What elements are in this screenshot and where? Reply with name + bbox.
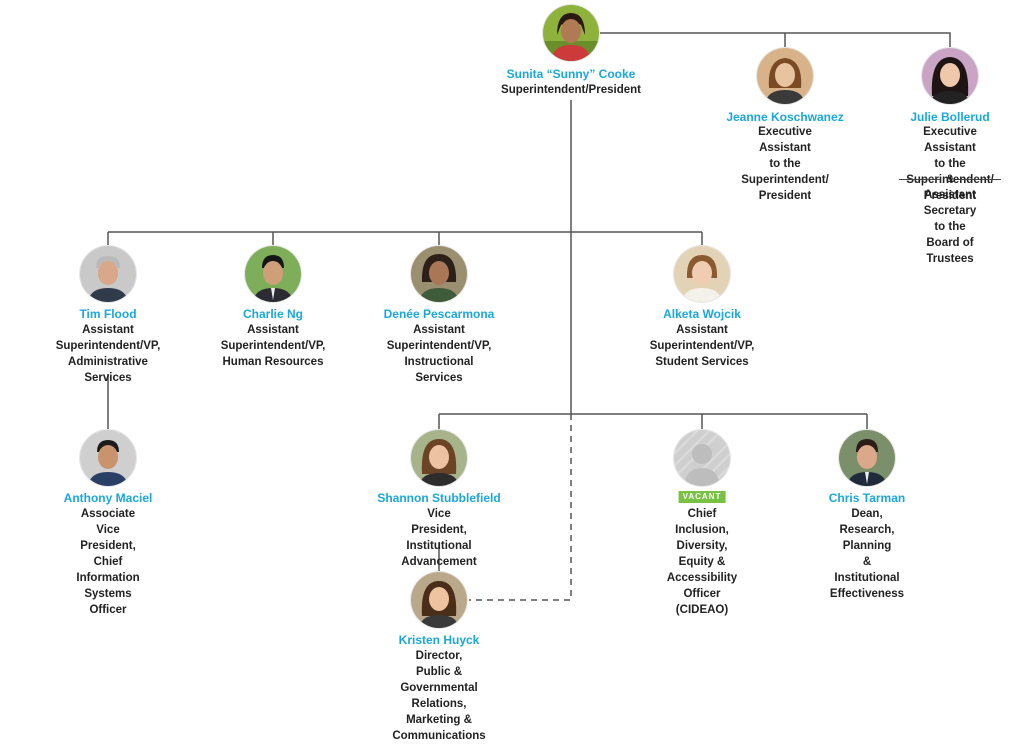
bollerud-name: Julie Bollerud [910,110,990,124]
connector-dotted-huyck [469,414,572,601]
bollerud-title: Executive Assistant to the Superintenden… [906,126,994,202]
ng-photo [245,246,301,302]
bollerud-and-divider: & [899,172,1001,186]
connector-vp-row [107,231,703,246]
ng-title: Assistant Superintendent/VP, Human Resou… [220,324,326,368]
bollerud-amp: & [946,173,954,185]
ng-name: Charlie Ng [242,307,304,321]
connector-president-to-assistants [598,32,951,48]
pescarmona-title: Assistant Superintendent/VP, Instruction… [386,324,492,384]
vacant-badge: VACANT [678,491,726,503]
org-chart-connectors [107,32,951,601]
stubblefield-name: Shannon Stubblefield [377,491,501,505]
huyck-photo [411,572,467,628]
wojcik-title: Assistant Superintendent/VP, Student Ser… [649,324,755,368]
huyck-name: Kristen Huyck [398,633,480,647]
maciel-photo [80,430,136,486]
stubblefield-photo [411,430,467,486]
maciel-name: Anthony Maciel [63,491,153,505]
vacant-placeholder-photo [674,430,730,486]
vacant-title: Chief Inclusion, Diversity, Equity & Acc… [666,508,738,616]
bollerud-photo [922,48,978,104]
koschwanez-title: Executive Assistant to the Superintenden… [741,126,829,202]
cooke-title: Superintendent/President [501,84,641,96]
divider-rule-right [958,178,1001,180]
flood-title: Assistant Superintendent/VP, Administrat… [55,324,161,384]
pescarmona-name: Denée Pescarmona [383,307,495,321]
flood-photo [80,246,136,302]
flood-name: Tim Flood [79,307,137,321]
maciel-title: Associate Vice President, Chief Informat… [76,508,140,616]
divider-rule-left [899,178,942,180]
tarman-title: Dean, Research, Planning & Institutional… [829,508,905,600]
cooke-name: Sunita “Sunny” Cooke [506,67,636,81]
huyck-title: Director, Public & Governmental Relation… [392,650,486,742]
wojcik-photo [674,246,730,302]
connector-second-row [438,413,868,430]
pescarmona-photo [411,246,467,302]
tarman-photo [839,430,895,486]
stubblefield-title: Vice President, Institutional Advancemen… [401,508,477,568]
koschwanez-photo [757,48,813,104]
cooke-photo [543,5,599,61]
koschwanez-name: Jeanne Koschwanez [726,110,844,124]
wojcik-name: Alketa Wojcik [663,307,741,321]
bollerud-title-secondary: Assistant Secretary to the Board of Trus… [923,189,977,265]
tarman-name: Chris Tarman [828,491,906,505]
